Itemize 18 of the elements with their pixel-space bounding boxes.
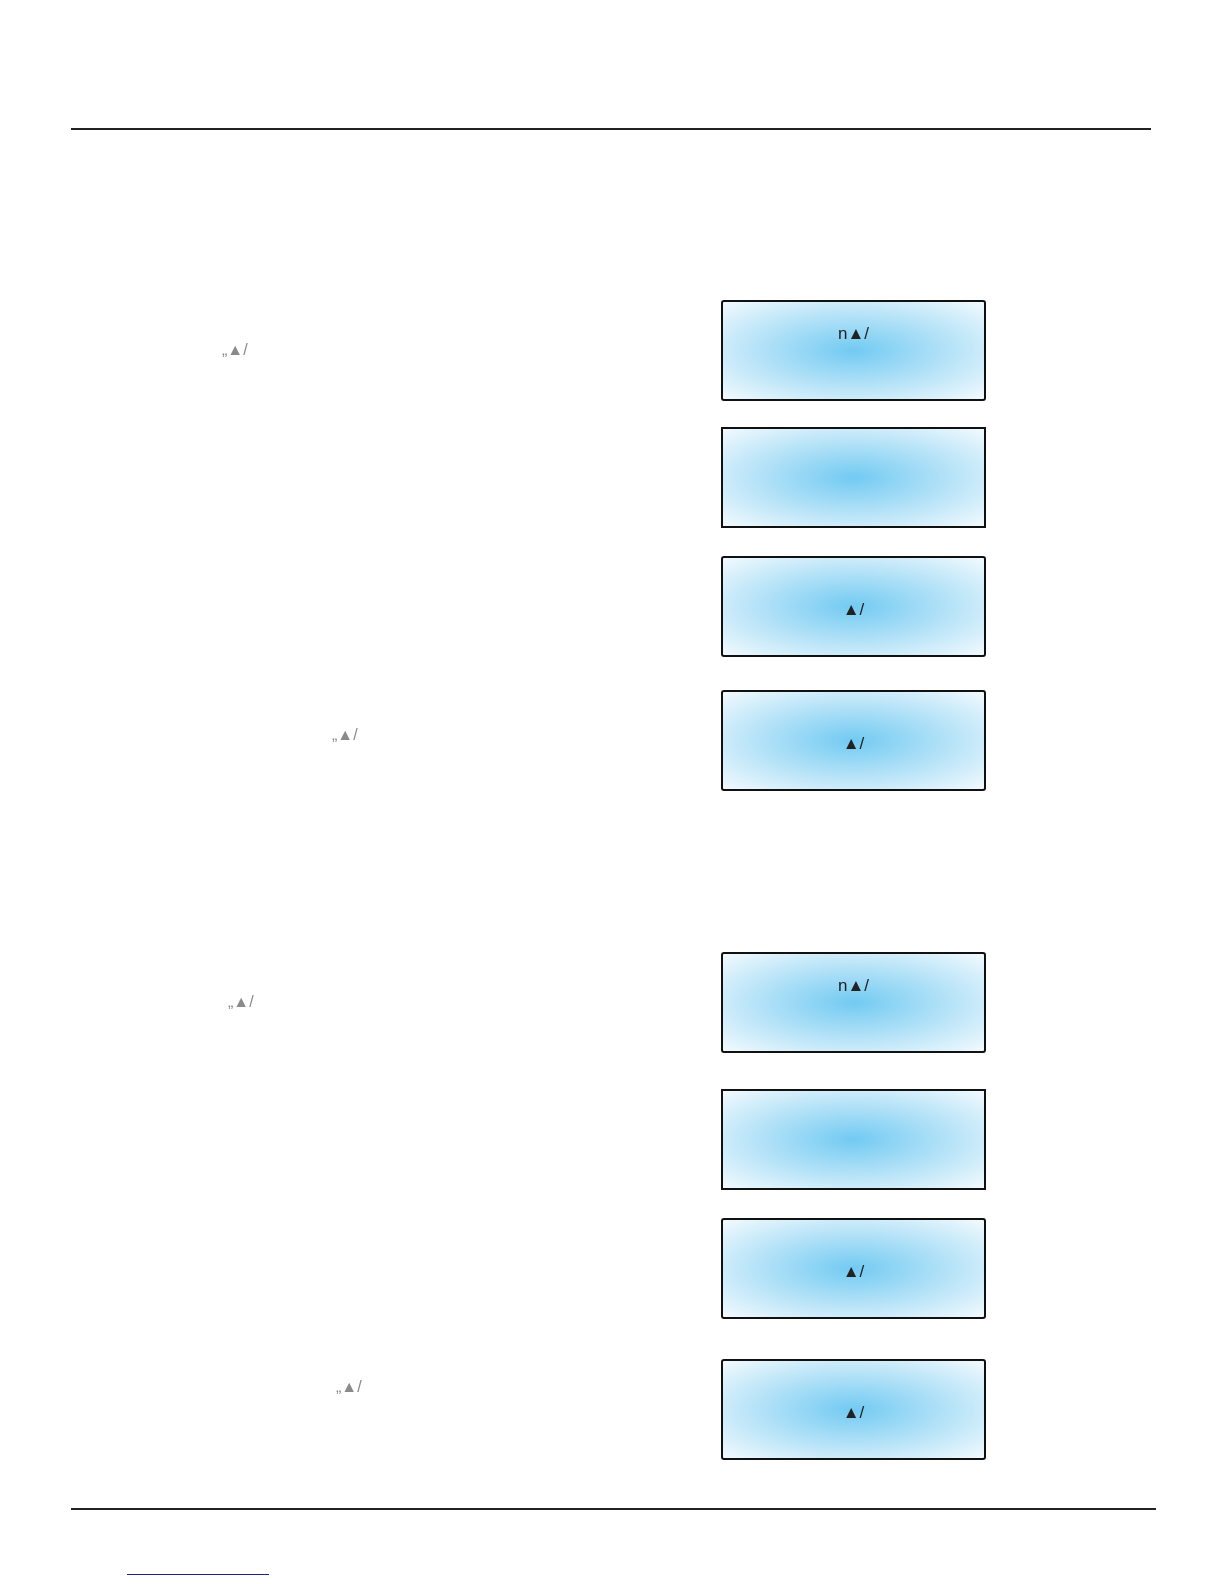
- display-text: ▲/: [841, 1262, 866, 1282]
- display-text: ▲/: [841, 734, 866, 754]
- display-text: n▲/: [837, 324, 870, 344]
- display-screen: [721, 1218, 986, 1319]
- display-text: ▲/: [841, 1403, 866, 1423]
- blank-display-screen: [721, 427, 986, 528]
- instruction-text: „▲/: [336, 1377, 362, 1397]
- instruction-text: „▲/: [332, 725, 358, 745]
- instruction-text: „▲/: [228, 992, 254, 1012]
- display-screen: [721, 952, 986, 1053]
- display-screen: [721, 556, 986, 657]
- instruction-text: „▲/: [222, 340, 248, 360]
- blank-display-screen: [721, 1089, 986, 1190]
- display-text: ▲/: [841, 600, 866, 620]
- display-text: n▲/: [837, 976, 870, 996]
- display-screen: [721, 300, 986, 401]
- display-screen: [721, 1359, 986, 1460]
- display-screen: [721, 690, 986, 791]
